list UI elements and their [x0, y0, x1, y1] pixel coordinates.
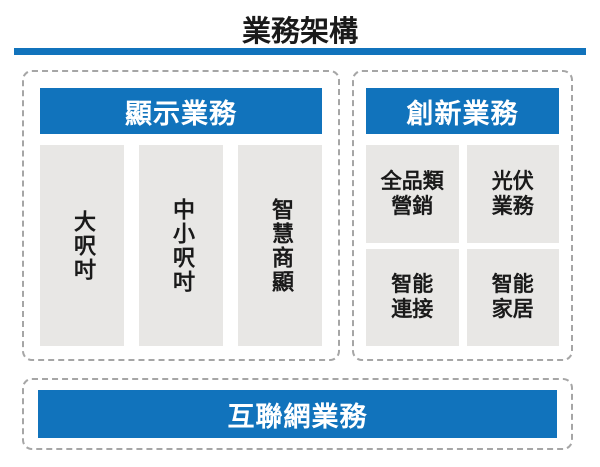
innovation-item-photovoltaic: 光伏 業務 — [466, 145, 559, 243]
innovation-item-photovoltaic-line1: 光伏 — [491, 168, 534, 193]
page-title: 業務架構 — [241, 14, 358, 48]
innovation-item-smart-connection: 智能 連接 — [366, 248, 459, 346]
innovation-business-section: 創新業務 全品類 營銷 光伏 業務 智能 連接 智能 家居 — [352, 70, 573, 361]
display-business-header: 顯示業務 — [40, 88, 322, 134]
innovation-item-smart-home-line2: 家居 — [491, 297, 534, 322]
innovation-item-smart-connection-line1: 智能 — [391, 272, 434, 297]
display-item-mid-small-size-label: 中小呎吋 — [169, 197, 194, 294]
display-item-large-size-label: 大呎吋 — [70, 209, 95, 282]
innovation-business-header: 創新業務 — [366, 88, 559, 134]
title-divider — [14, 48, 586, 55]
display-item-smart-commercial-display-label: 智慧商顯 — [268, 197, 293, 294]
innovation-item-all-category-marketing: 全品類 營銷 — [366, 145, 459, 243]
innovation-item-all-category-marketing-line1: 全品類 — [380, 168, 444, 193]
innovation-item-photovoltaic-line2: 業務 — [491, 193, 534, 218]
innovation-item-smart-connection-line2: 連接 — [391, 297, 434, 322]
innovation-item-all-category-marketing-line2: 營銷 — [391, 193, 434, 218]
internet-business-section: 互聯網業務 — [22, 378, 573, 450]
internet-business-header: 互聯網業務 — [38, 390, 557, 438]
display-item-smart-commercial-display: 智慧商顯 — [238, 145, 322, 346]
innovation-item-smart-home: 智能 家居 — [466, 248, 559, 346]
display-item-mid-small-size: 中小呎吋 — [139, 145, 223, 346]
innovation-business-items: 全品類 營銷 光伏 業務 智能 連接 智能 家居 — [366, 145, 559, 346]
innovation-item-smart-home-line1: 智能 — [491, 272, 534, 297]
display-business-section: 顯示業務 大呎吋 中小呎吋 智慧商顯 — [22, 70, 340, 361]
display-item-large-size: 大呎吋 — [40, 145, 124, 346]
display-business-items: 大呎吋 中小呎吋 智慧商顯 — [40, 145, 322, 346]
